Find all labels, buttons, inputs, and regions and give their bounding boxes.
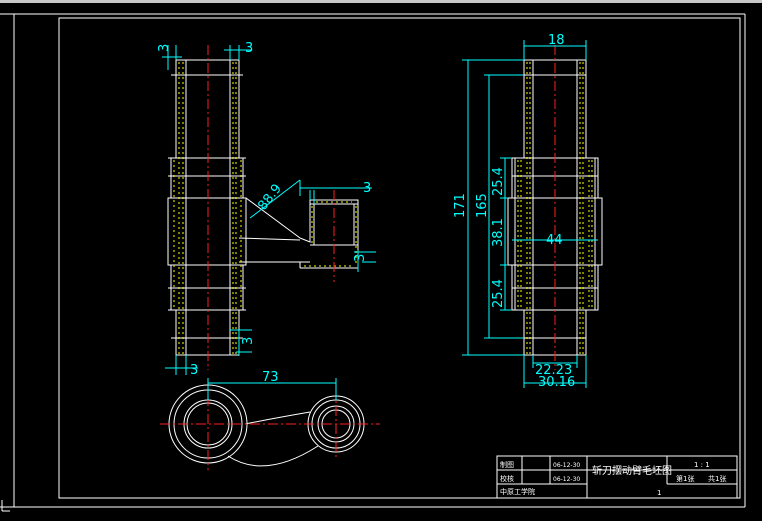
title-block xyxy=(496,455,738,499)
dim-right-upper: 25.4 xyxy=(491,167,506,196)
label-drawn: 制图 xyxy=(500,460,514,469)
dim-right-middle-width: 44 xyxy=(546,233,563,248)
right-view-hatch xyxy=(517,62,593,354)
left-view-tube xyxy=(167,59,359,356)
sheet-border xyxy=(0,13,746,508)
label-checked: 校核 xyxy=(500,474,514,483)
quantity: 1 xyxy=(657,489,661,497)
dim-right-bottom-inner: 22.23 xyxy=(535,363,572,378)
dim-right-width-top: 18 xyxy=(548,33,565,48)
dim-right-lower: 25.4 xyxy=(491,279,506,308)
sheet-total: 共1张 xyxy=(708,474,726,483)
right-view-tube xyxy=(507,59,603,356)
drawing-title: 斩刀摆动臂毛坯图 xyxy=(592,464,672,477)
bottom-view-dimensions xyxy=(207,378,337,400)
bottom-view-centerlines xyxy=(160,378,380,470)
right-view-dimensions xyxy=(462,40,598,388)
dim-left-branch-side: 3 xyxy=(353,254,368,262)
window-top-bar xyxy=(0,0,762,3)
school-name: 中原工学院 xyxy=(500,487,535,496)
dim-left-bottom-side: 3 xyxy=(241,337,256,345)
bottom-view xyxy=(168,384,365,467)
dim-right-bottom-outer: 30.16 xyxy=(538,375,575,390)
sheet-number: 第1张 xyxy=(676,474,694,483)
dim-left-wall-top: 3 xyxy=(157,44,172,52)
dim-left-angle: 88.9 xyxy=(255,181,285,213)
dim-left-bottom-wall: 3 xyxy=(190,363,198,378)
scale: 1 : 1 xyxy=(694,461,710,469)
dim-left-branch-wall: 3 xyxy=(363,181,371,196)
left-view-dimensions xyxy=(162,45,376,375)
checked-date: 06-12-30 xyxy=(553,476,580,483)
dim-right-inner-height: 165 xyxy=(475,193,490,218)
drawn-date: 06-12-30 xyxy=(553,462,580,469)
dim-right-total-height: 171 xyxy=(453,193,468,218)
dim-bottom-spacing: 73 xyxy=(262,370,279,385)
dim-left-wall-top-right: 3 xyxy=(245,41,253,56)
left-view-hatch xyxy=(173,62,357,354)
dim-right-middle: 38.1 xyxy=(491,218,506,247)
ucs-icon xyxy=(1,500,10,512)
left-view-centerline xyxy=(207,45,335,370)
drawing-canvas: 3 3 88.9 3 3 3 3 xyxy=(0,13,746,512)
